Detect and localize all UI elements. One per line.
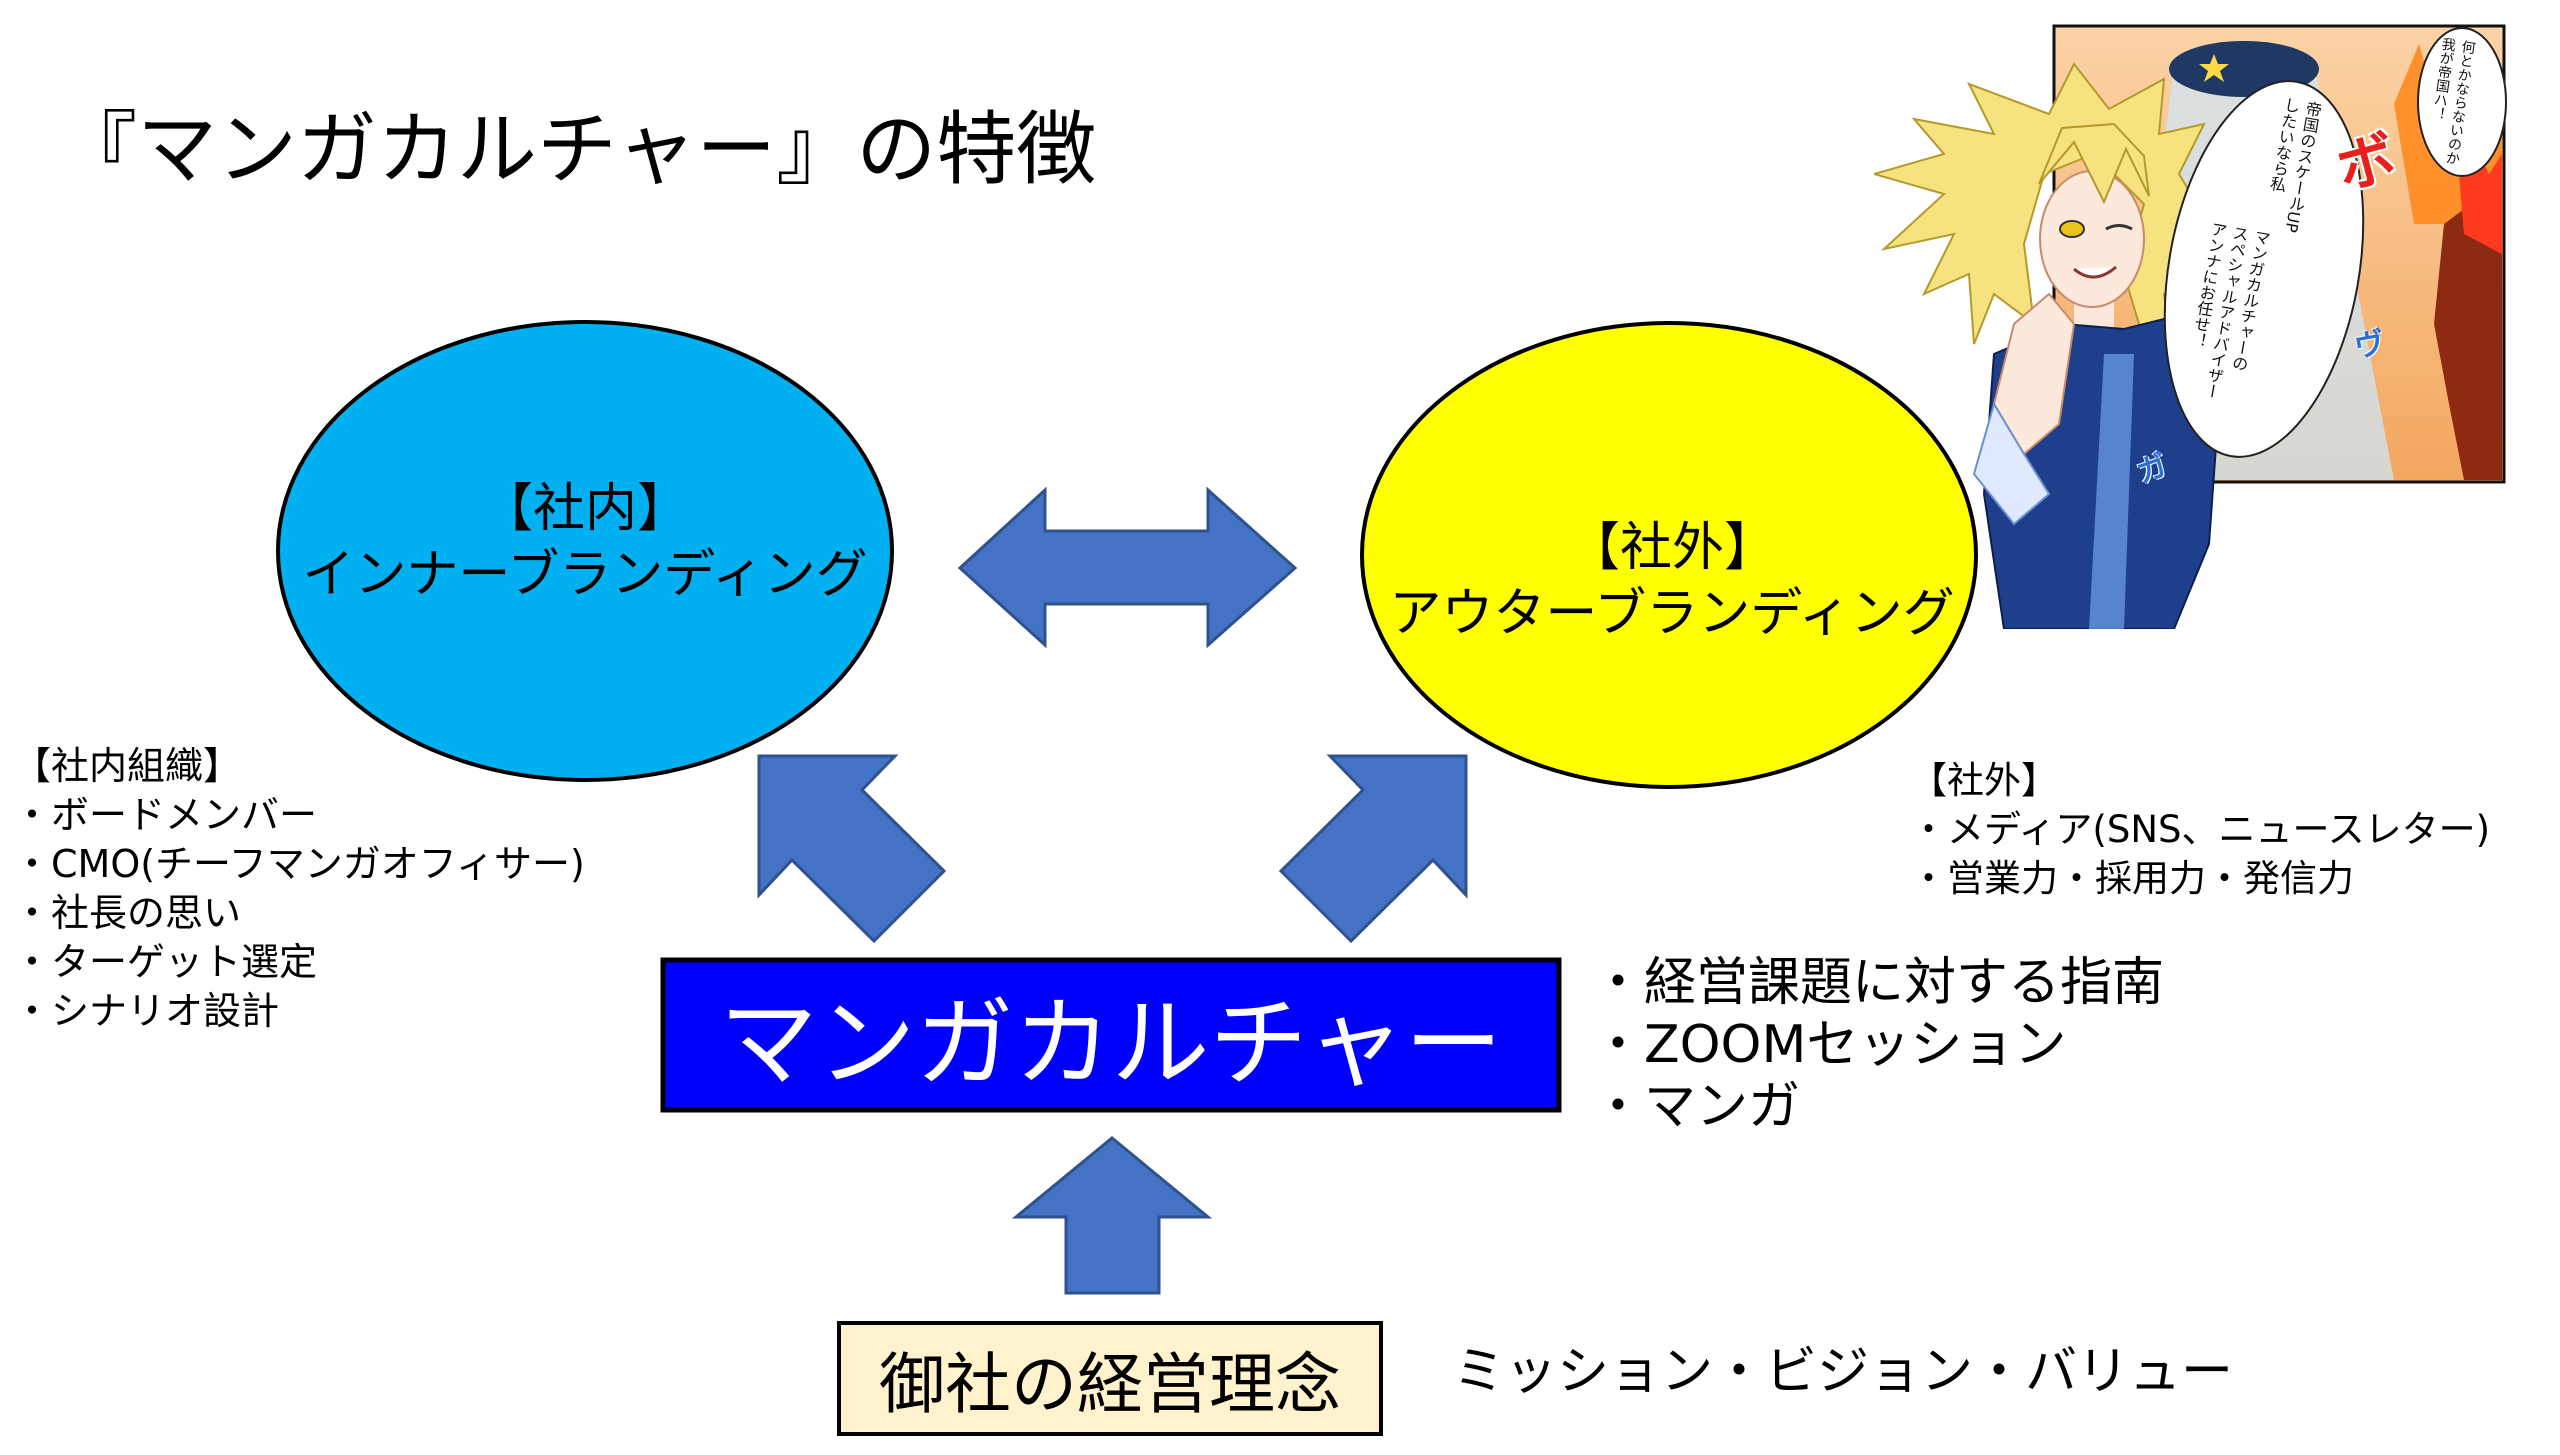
outer-branding-label: 【社外】 アウターブランディング: [1365, 515, 1979, 647]
character-bangs: [2038, 122, 2150, 205]
character-glove: [1972, 401, 2051, 526]
outer-branding-heading: 【社外】: [1567, 518, 1776, 578]
list-item: ・シナリオ設計: [13, 989, 280, 1033]
manga-illustration: 何とかならないのか 我が帝国ハ！ 帝国のスケールUP したいなら私 マンガカルチ…: [1874, 24, 2510, 629]
list-heading: 【社内組織】: [13, 744, 242, 788]
outfit-highlight: [2089, 354, 2134, 629]
inner-branding-label: 【社内】 インナーブランディング: [278, 476, 892, 608]
page-title: 『マンガカルチャー』の特徴: [57, 103, 1097, 196]
list-heading: 【社外】: [1910, 759, 2058, 802]
red-figure: [2434, 194, 2502, 480]
service-list: ・経営課題に対する指南 ・ZOOMセッション ・マンガ: [1592, 952, 2164, 1138]
character-wink: [2105, 224, 2133, 231]
arrow-up-to-manga-culture: [1011, 1136, 1213, 1295]
outer-branding-text: アウターブランディング: [1389, 584, 1955, 644]
list-item: ・メディア(SNS、ニュースレター): [1910, 808, 2491, 851]
manga-artwork: [1874, 24, 2507, 629]
character-smile: [2073, 265, 2117, 279]
list-item: ・社長の思い: [13, 891, 242, 935]
inner-branding-text: インナーブランディング: [302, 545, 868, 605]
list-item: ・CMO(チーフマンガオフィサー): [13, 842, 585, 886]
external-list: 【社外】 ・メディア(SNS、ニュースレター) ・営業力・採用力・発信力: [1910, 756, 2490, 903]
arrow-to-outer-branding: [1278, 754, 1468, 944]
manga-culture-box: [660, 957, 1562, 1113]
inner-branding-heading: 【社内】: [480, 479, 689, 539]
speech-bubble-1: [2417, 27, 2507, 177]
character-face: [2039, 170, 2145, 308]
character-eye: [2059, 220, 2085, 238]
inner-branding-ellipse: [276, 320, 894, 782]
list-item: ・ボードメンバー: [13, 793, 318, 837]
speech-bubble-2: [2163, 80, 2365, 458]
list-item: ・ZOOMセッション: [1592, 1015, 2067, 1075]
manga-culture-label: マンガカルチャー: [719, 987, 1503, 1101]
mission-vision-value-label: ミッション・ビジョン・バリュー: [1453, 1342, 2234, 1402]
list-item: ・マンガ: [1592, 1077, 1801, 1137]
double-arrow: [957, 486, 1298, 649]
list-item: ・経営課題に対する指南: [1592, 953, 2165, 1013]
philosophy-box: [837, 1321, 1383, 1436]
star-icon: [2199, 54, 2229, 82]
internal-organization-list: 【社内組織】 ・ボードメンバー ・CMO(チーフマンガオフィサー) ・社長の思い…: [13, 742, 585, 1036]
arrow-to-inner-branding: [757, 754, 947, 944]
list-item: ・営業力・採用力・発信力: [1910, 857, 2354, 900]
outer-branding-ellipse: [1360, 321, 1978, 789]
list-item: ・ターゲット選定: [13, 940, 318, 984]
philosophy-label: 御社の経営理念: [879, 1345, 1341, 1423]
